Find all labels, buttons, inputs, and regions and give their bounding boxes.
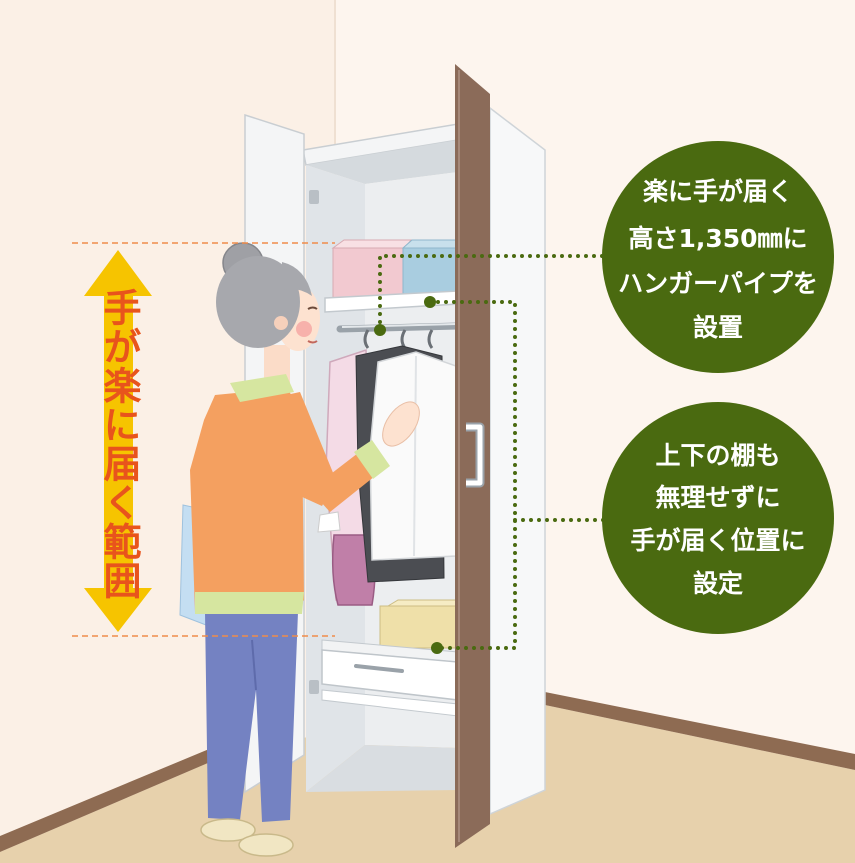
callout-1-line-1: 楽に手が届く (643, 177, 793, 206)
callout-1-line-2: 高さ1,350㎜に (628, 224, 807, 253)
hanger-pipe (336, 322, 462, 333)
callout-1-line-4: 設置 (693, 313, 743, 342)
collar (230, 374, 294, 402)
ear (274, 316, 288, 330)
coat-cuff (317, 511, 341, 533)
pink-box-top (331, 239, 412, 249)
connectors (374, 254, 608, 654)
double-arrow (84, 250, 152, 632)
cardigan-hem (195, 592, 304, 614)
left-slipper (200, 818, 256, 842)
elderly-woman (179, 242, 420, 857)
right-slipper (238, 833, 294, 857)
interior-ceiling (306, 140, 458, 184)
callout-shelves: 上下の棚も 無理せずに 手が届く位置に 設定 (602, 402, 834, 634)
callout-circle-1 (602, 141, 834, 373)
blue-box-top (401, 239, 459, 249)
callout-2-line-4: 設定 (693, 569, 743, 598)
reach-range-label: 手が楽に届く範囲 (97, 288, 141, 600)
beige-box (379, 605, 459, 649)
hanger-pipe-highlight (341, 323, 457, 328)
lower-hinge (309, 680, 319, 694)
drawer-marker-dot (431, 642, 443, 654)
upper-sleeve (270, 392, 336, 506)
sleeve-cuff (354, 440, 390, 479)
reach-range (72, 242, 335, 637)
drawer-handle (354, 664, 404, 673)
callout-circle-2 (602, 402, 834, 634)
shirt-placket (413, 355, 417, 557)
left-baseboard (0, 732, 250, 852)
wardrobe-side-panel (489, 106, 546, 816)
pipe-marker-dot (374, 324, 386, 336)
mouth (307, 340, 318, 344)
callout-1-line-3: ハンガーパイプを (618, 269, 818, 298)
upper-shelf-marker-dot (424, 296, 436, 308)
callout-hanger-pipe: 楽に手が届く 高さ1,350㎜に ハンガーパイプを 設置 (602, 141, 834, 373)
eye (307, 306, 318, 310)
connector-shelves (428, 300, 608, 650)
upper-hinge (309, 190, 319, 204)
right-door (455, 64, 490, 848)
cheek (296, 321, 312, 337)
callout-2-line-2: 無理せずに (655, 483, 780, 512)
hair-fringe (282, 262, 312, 296)
pants (205, 612, 298, 822)
connector-pipe (378, 254, 608, 332)
pants-crease (251, 639, 257, 691)
beige-box-top (386, 599, 459, 607)
interior-floor (306, 745, 458, 792)
right-baseboard (545, 692, 855, 770)
forearm-sleeve (310, 450, 380, 512)
hand (382, 401, 420, 447)
callout-2-line-3: 手が届く位置に (630, 526, 805, 555)
door-handle (466, 424, 483, 486)
callout-2-line-1: 上下の棚も (655, 441, 780, 470)
cardigan (190, 388, 304, 612)
